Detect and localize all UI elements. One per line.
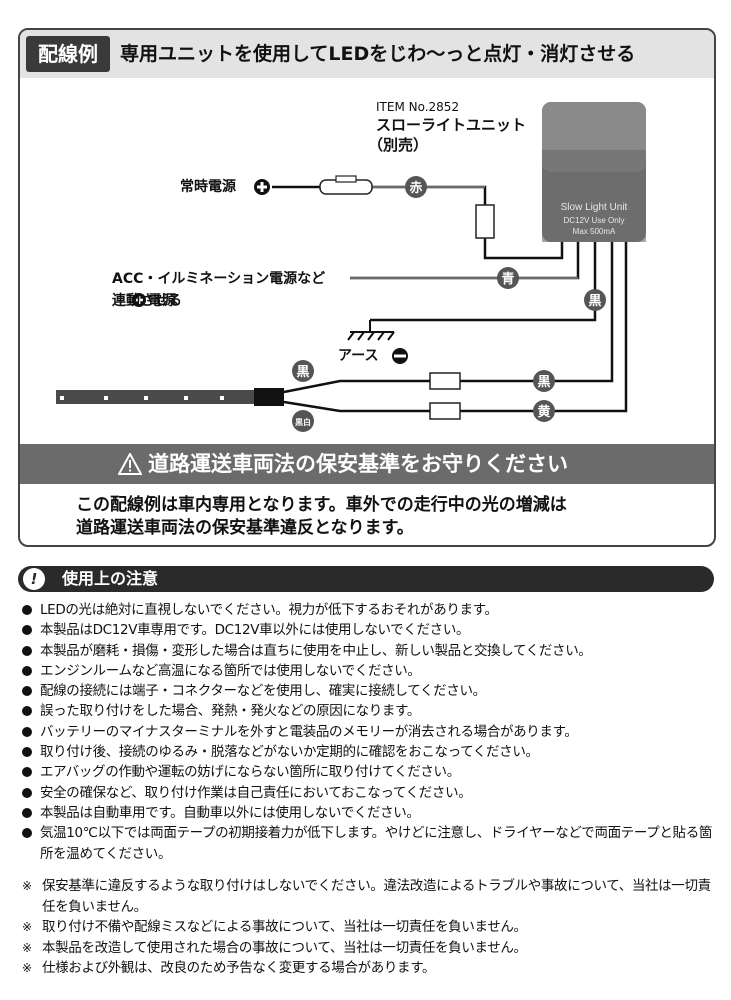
wiring-example-panel: 配線例 専用ユニットを使用してLEDをじわ〜っと点灯・消灯させる Slow Li… — [18, 28, 716, 547]
unit-label-line2: DC12V Use Only — [564, 216, 625, 225]
caution-item: エンジンルームなど高温になる箇所では使用しないでください。 — [20, 661, 720, 681]
caution-item: 誤った取り付けをした場合、発熱・発火などの原因になります。 — [20, 701, 720, 721]
wire-red-3 — [483, 238, 564, 260]
connector-yellow — [429, 402, 461, 420]
caution-list: LEDの光は絶対に直視しないでください。視力が低下するおそれがあります。本製品は… — [20, 600, 720, 864]
notes-list: 保安基準に違反するような取り付けはしないでください。違法改造によるトラブルや事故… — [22, 876, 722, 979]
unit-label-line1: Slow Light Unit — [561, 202, 628, 213]
plus-icon-constant — [254, 179, 270, 195]
svg-text:黒白: 黒白 — [295, 417, 311, 427]
unit-note: （別売） — [368, 136, 429, 154]
note-item: 本製品を改造して使用された場合の事故について、当社は一切責任を負いません。 — [22, 938, 722, 959]
minus-icon-ground — [392, 348, 408, 364]
svg-text:青: 青 — [501, 271, 514, 287]
caution-item: LEDの光は絶対に直視しないでください。視力が低下するおそれがあります。 — [20, 600, 720, 620]
acc-label-line2: 連動させる — [112, 293, 182, 309]
warning-line-1: この配線例は車内専用となります。車外での走行中の光の増減は — [76, 495, 567, 515]
note-item: 保安基準に違反するような取り付けはしないでください。違法改造によるトラブルや事故… — [22, 876, 722, 917]
wire-black-ground — [370, 242, 597, 322]
wire-black-led — [460, 242, 614, 383]
title-tag: 配線例 — [26, 36, 110, 72]
plus-icon-acc — [132, 293, 146, 307]
badge-yellow: 黄 — [533, 400, 555, 422]
acc-label-suffix: 電源 — [148, 293, 176, 309]
wire-yellow-led — [460, 242, 628, 413]
title-bar: 配線例 専用ユニットを使用してLEDをじわ〜っと点灯・消灯させる — [20, 30, 714, 78]
caution-item: エアバッグの作動や運転の妨げにならない箇所に取り付けてください。 — [20, 762, 720, 782]
svg-text:黄: 黄 — [537, 404, 550, 420]
ground-symbol — [347, 320, 395, 341]
connector-vertical — [475, 204, 495, 239]
svg-text:黒: 黒 — [537, 374, 550, 390]
svg-text:赤: 赤 — [409, 180, 422, 196]
slow-light-unit: Slow Light Unit DC12V Use Only Max 500mA — [542, 102, 646, 242]
caution-item: 本製品は自動車用です。自動車以外には使用しないでください。 — [20, 803, 720, 823]
note-item: 取り付け不備や配線ミスなどによる事故について、当社は一切責任を負いません。 — [22, 917, 722, 938]
badge-diag: 黒白 — [292, 410, 314, 432]
caution-item: 配線の接続には端子・コネクターなどを使用し、確実に接続してください。 — [20, 681, 720, 701]
wiring-diagram: Slow Light Unit DC12V Use Only Max 500mA — [56, 102, 646, 432]
unit-name: スローライトユニット — [376, 116, 527, 134]
wire-blue — [350, 242, 580, 280]
badge-blue: 青 — [497, 267, 519, 289]
acc-label-line1: ACC・イルミネーション電源など — [112, 271, 326, 287]
connector-black — [429, 372, 461, 390]
page-title: 専用ユニットを使用してLEDをじわ〜っと点灯・消灯させる — [120, 43, 636, 65]
warning-icon — [118, 453, 142, 475]
led-strip — [56, 379, 430, 413]
caution-item: バッテリーのマイナスターミナルを外すと電装品のメモリーが消去される場合があります… — [20, 722, 720, 742]
caution-item: 安全の確保など、取り付け作業は自己責任においておこなってください。 — [20, 783, 720, 803]
caution-header: ! 使用上の注意 — [18, 566, 714, 592]
unit-label-line3: Max 500mA — [573, 227, 616, 236]
caution-item: 本製品はDC12V車専用です。DC12V車以外には使用しないでください。 — [20, 620, 720, 640]
warning-line-2: 道路運送車両法の保安基準違反となります。 — [76, 518, 414, 538]
svg-text:黒: 黒 — [296, 364, 309, 380]
constant-power-label: 常時電源 — [180, 179, 236, 195]
warning-bar: 道路運送車両法の保安基準をお守りください — [20, 444, 714, 484]
svg-text:黒: 黒 — [588, 293, 601, 309]
badge-black-led: 黒 — [533, 370, 555, 392]
caution-item: 本製品が磨耗・損傷・変形した場合は直ちに使用を中止し、新しい製品と交換してくださ… — [20, 641, 720, 661]
caution-item: 取り付け後、接続のゆるみ・脱落などがないか定期的に確認をおこなってください。 — [20, 742, 720, 762]
caution-item: 気温10℃以下では両面テープの初期接着力が低下します。やけどに注意し、ドライヤー… — [20, 823, 720, 864]
warning-title: 道路運送車両法の保安基準をお守りください — [148, 452, 568, 476]
item-number: ITEM No.2852 — [376, 100, 460, 114]
note-item: 仕様および外観は、改良のため予告なく変更する場合があります。 — [22, 958, 722, 979]
badge-red: 赤 — [405, 176, 427, 198]
wire-red-2 — [372, 185, 487, 205]
badge-black-ground: 黒 — [584, 289, 606, 311]
caution-title: 使用上の注意 — [62, 569, 159, 588]
warning-body: この配線例は車内専用となります。車外での走行中の光の増減は 道路運送車両法の保安… — [76, 494, 567, 540]
exclamation-icon: ! — [23, 568, 45, 590]
fuse-holder — [319, 175, 373, 195]
ground-label: アース — [338, 348, 379, 364]
badge-black-strip: 黒 — [292, 360, 314, 382]
